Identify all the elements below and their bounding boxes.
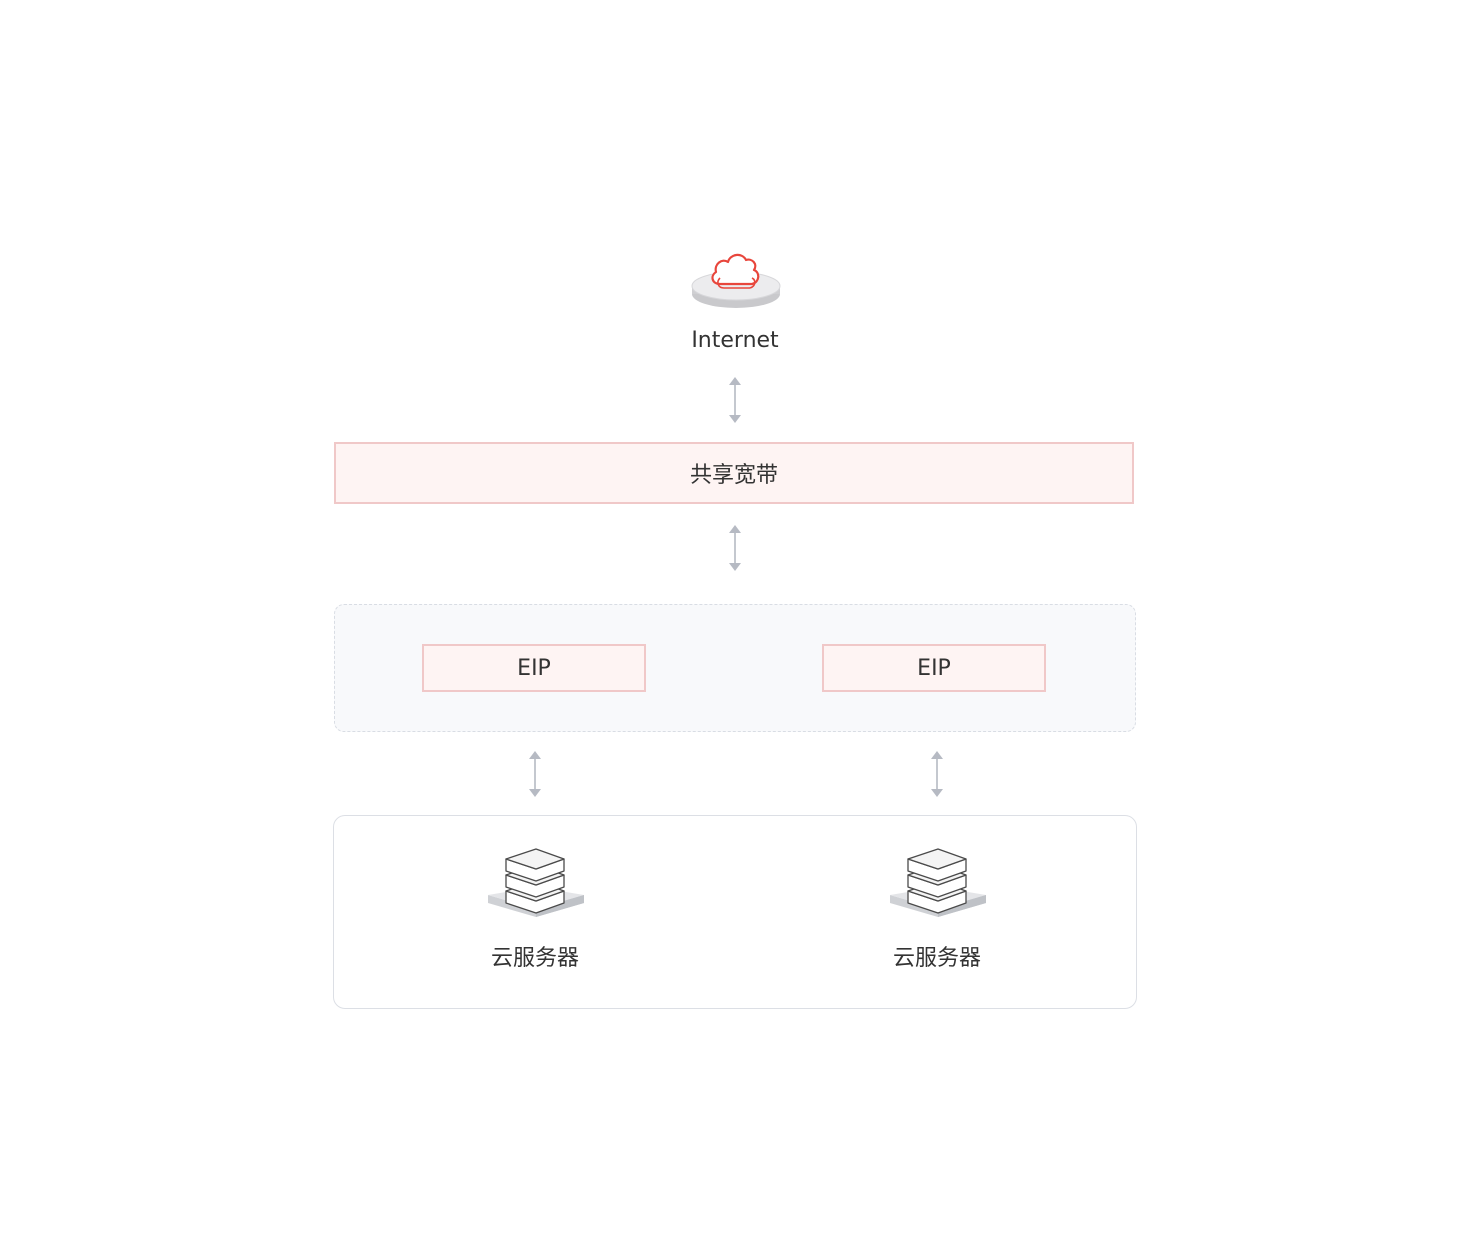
bidirectional-arrow-icon	[528, 751, 542, 797]
bidirectional-arrow-icon	[728, 525, 742, 571]
server-group	[333, 815, 1137, 1009]
server-label: 云服务器	[892, 946, 981, 971]
server-label: 云服务器	[490, 946, 579, 971]
eip-label: EIP	[517, 655, 551, 681]
server-stack-icon	[888, 845, 988, 937]
eip-label: EIP	[917, 655, 951, 681]
internet-label: Internet	[691, 328, 779, 353]
bidirectional-arrow-icon	[728, 377, 742, 423]
shared-bandwidth-box: 共享宽带	[334, 442, 1134, 504]
server-stack-icon	[486, 845, 586, 937]
cloud-icon	[688, 248, 784, 316]
bidirectional-arrow-icon	[930, 751, 944, 797]
eip-box: EIP	[822, 644, 1046, 692]
shared-bandwidth-label: 共享宽带	[689, 463, 778, 488]
eip-box: EIP	[422, 644, 646, 692]
